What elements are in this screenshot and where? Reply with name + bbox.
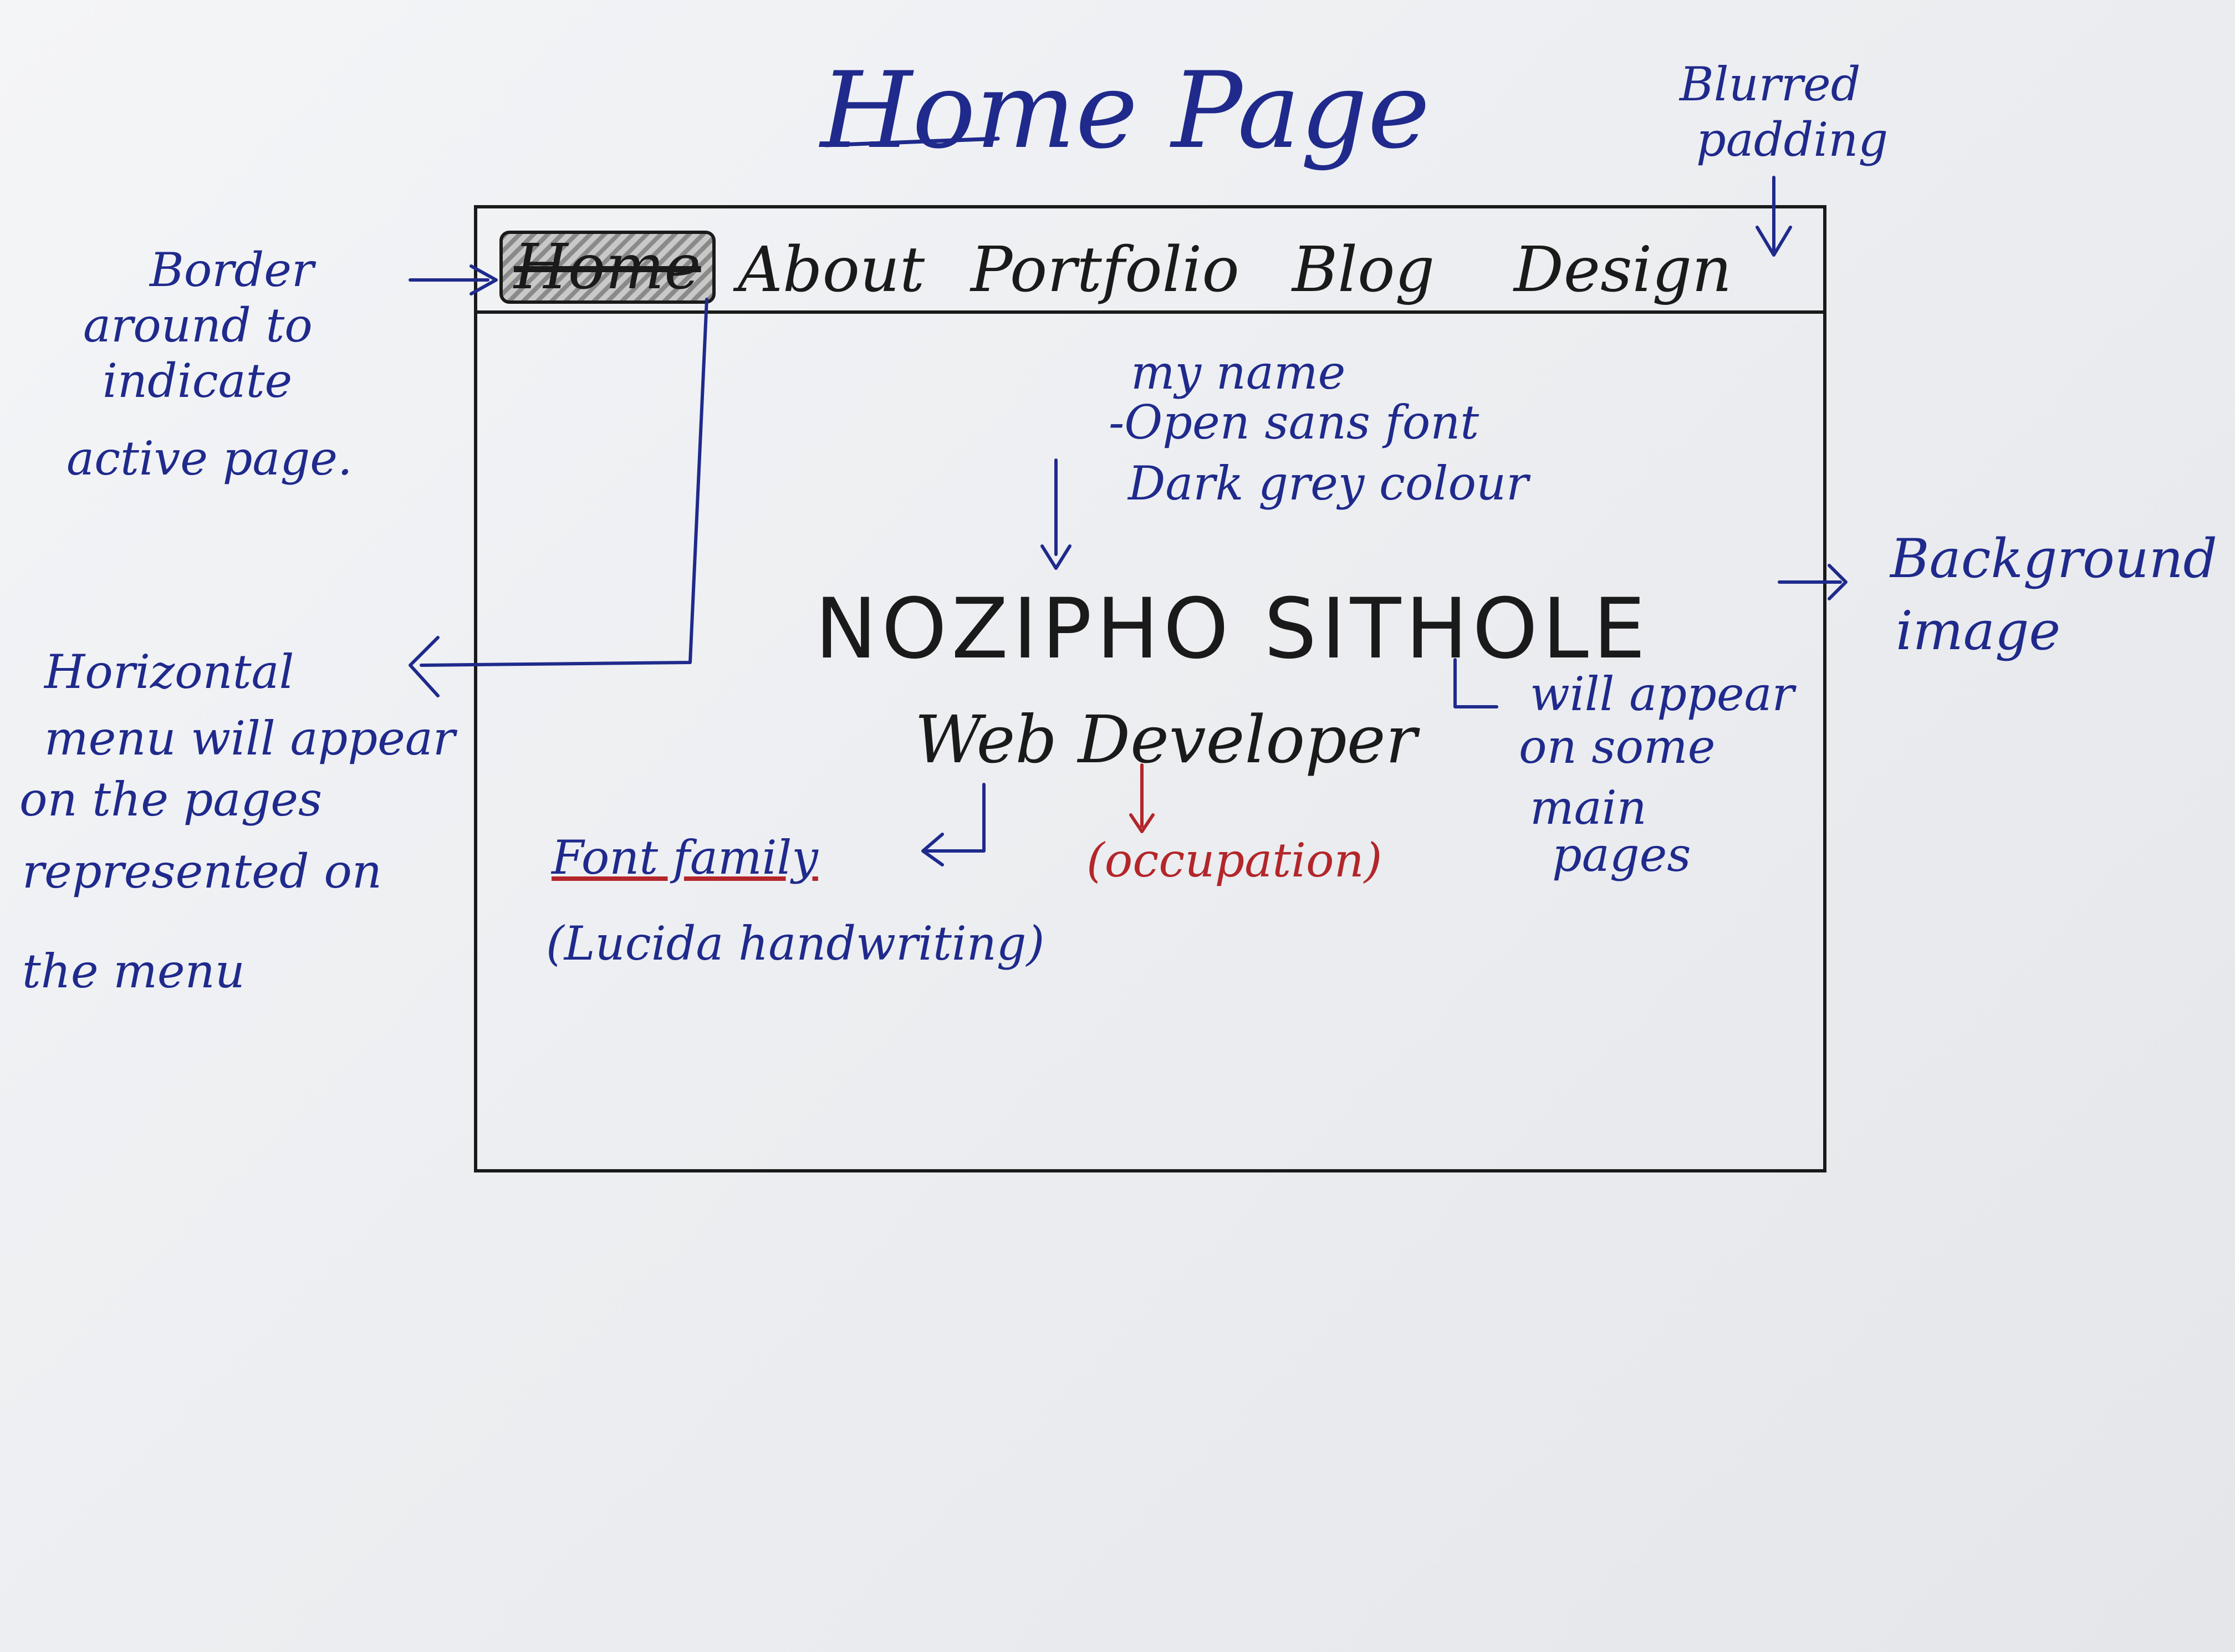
page-title: Home Page <box>820 49 1430 172</box>
font-family-note: Font family <box>552 830 818 885</box>
wireframe-occupation: Web Developer <box>915 701 1417 778</box>
nav-item-design[interactable]: Design <box>1514 234 1732 306</box>
border-arrow <box>409 264 498 295</box>
name-note-line3: Dark grey colour <box>1128 456 1529 511</box>
nav-item-home[interactable]: Home <box>499 231 716 304</box>
will-appear-note-line4: pages <box>1552 828 1691 882</box>
menu-note-line5: the menu <box>22 944 245 998</box>
nav-item-about[interactable]: About <box>738 234 925 306</box>
menu-note-line4: represented on <box>22 844 382 899</box>
will-appear-note-line1: will appear <box>1530 667 1794 721</box>
occupation-arrow <box>1129 763 1155 833</box>
name-note-line2: -Open sans font <box>1109 395 1479 450</box>
nav-item-portfolio[interactable]: Portfolio <box>971 234 1239 306</box>
name-arrow <box>1040 458 1071 570</box>
background-note-line2: image <box>1896 600 2061 662</box>
wireframe-navbar: Home About Portfolio Blog Design <box>477 208 1823 314</box>
border-note-line2: around to <box>83 298 313 353</box>
menu-connector <box>409 298 708 697</box>
blurred-padding-label-line2: padding <box>1696 113 1889 167</box>
font-family-value: (Lucida handwriting) <box>546 916 1045 971</box>
border-note-line4: active page. <box>67 431 353 486</box>
nav-item-blog[interactable]: Blog <box>1292 234 1435 306</box>
border-note-line3: indicate <box>103 354 293 408</box>
menu-note-line1: Horizontal <box>44 645 294 699</box>
font-arrow <box>921 783 986 866</box>
border-note-line1: Border <box>150 243 314 297</box>
background-note-line1: Background <box>1890 528 2217 590</box>
wireframe-browser-box: Home About Portfolio Blog Design <box>474 205 1826 1172</box>
blurred-padding-arrow <box>1756 176 1792 257</box>
menu-note-line2: menu will appear <box>44 711 456 766</box>
will-appear-hook <box>1453 658 1498 708</box>
menu-note-line3: on the pages <box>19 772 323 827</box>
name-note-line1: my name <box>1131 345 1346 400</box>
occupation-note: (occupation) <box>1086 833 1382 888</box>
will-appear-note-line2: on some <box>1519 720 1716 774</box>
background-arrow <box>1778 564 1848 600</box>
wireframe-name-heading: NOZIPHO SITHOLE <box>815 581 1650 677</box>
blurred-padding-label-line1: Blurred <box>1680 57 1861 111</box>
title-underline <box>824 136 1000 147</box>
will-appear-note-line3: main <box>1530 781 1647 835</box>
